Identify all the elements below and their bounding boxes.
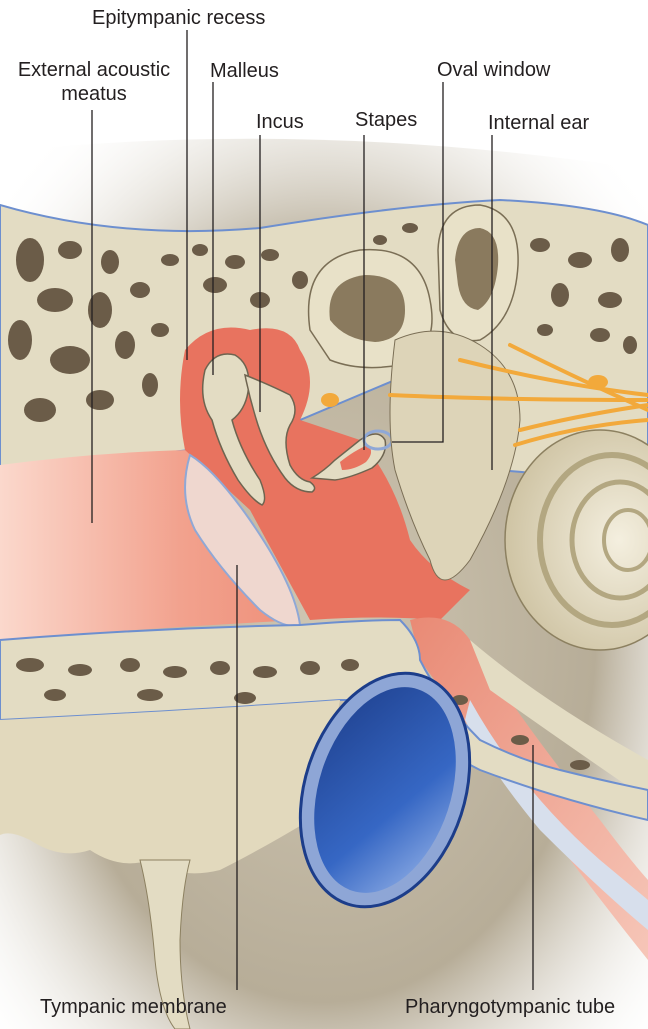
label-pharyngotympanic-tube: Pharyngotympanic tube [405,996,616,1018]
lower-soft-tissue [0,700,340,874]
label-external-acoustic-meatus-line1: External acoustic [17,59,171,81]
illustration-body [0,138,648,1029]
label-stapes: Stapes [355,109,418,131]
vestibule [389,330,521,581]
cochlea [504,429,648,651]
bone-porosity-lower [16,658,590,770]
tube-wall [470,640,648,800]
label-malleus: Malleus [210,60,279,82]
label-external-acoustic-meatus: External acoustic meatus [8,58,180,106]
label-external-acoustic-meatus-line2: meatus [61,83,127,105]
bony-labyrinth [307,204,521,581]
bone-porosity-upper [8,223,637,422]
label-oval-window: Oval window [437,59,551,81]
label-tympanic-membrane: Tympanic membrane [40,996,227,1018]
geniculate-ganglion [588,375,608,389]
label-incus: Incus [256,111,304,133]
external-acoustic-meatus-canal [0,450,300,640]
leader-lines [91,30,534,990]
vestibulocochlear-nerve [388,343,648,447]
label-epitympanic-recess: Epitympanic recess [92,7,266,29]
label-internal-ear: Internal ear [488,112,590,134]
leader-oval-window [392,82,444,443]
nerve-ganglion-small [321,393,339,407]
tube-outer-sheath [465,700,648,930]
incus-bone [243,373,316,493]
styloid-process [139,859,191,1029]
internal-carotid-artery [298,671,472,909]
malleus-bone [201,353,266,506]
